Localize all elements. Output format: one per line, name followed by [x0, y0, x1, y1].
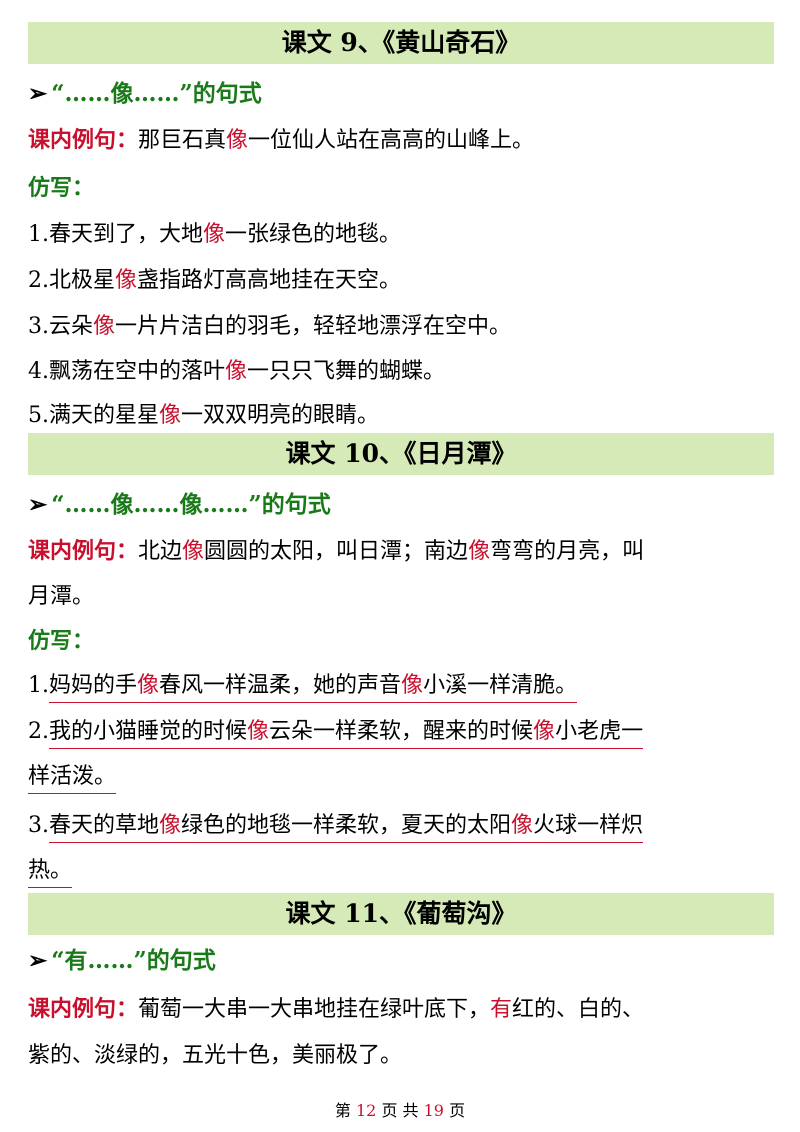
section-9-item-4: 4.飘荡在空中的落叶像一只只飞舞的蝴蝶。 — [28, 358, 445, 386]
text-segment: 2.北极星 — [28, 268, 115, 293]
footer-text: 页 共 — [376, 1101, 424, 1120]
section-11-example-line-1: 课内例句：葡萄一大串一大串地挂在绿叶底下，有红的、白的、 — [28, 995, 644, 1024]
section-10-item-2-line-1: 2.我的小猫睡觉的时候像云朵一样柔软，醒来的时候像小老虎一 — [28, 718, 644, 749]
section-10-item-3-line-2: 热。 — [28, 857, 73, 888]
highlight-word: 像 — [159, 403, 182, 428]
section-10-item-1: 1.妈妈的手像春风一样温柔，她的声音像小溪一样清脆。 — [28, 672, 578, 703]
text-segment: 那巨石真 — [138, 128, 227, 153]
text-segment: 圆圆的太阳，叫日潭；南边 — [204, 539, 469, 564]
section-10-example-line-2: 月潭。 — [28, 584, 95, 609]
example-label: 课内例句： — [28, 127, 139, 153]
text-segment: 一片片洁白的羽毛，轻轻地漂浮在空中。 — [115, 314, 512, 339]
underlined-sentence: 妈妈的手像春风一样温柔，她的声音像小溪一样清脆。 — [49, 673, 578, 703]
text-segment: 4.飘荡在空中的落叶 — [28, 359, 225, 384]
footer-text: 页 — [443, 1101, 466, 1120]
pattern-text: “……像……像……”的句式 — [51, 491, 331, 518]
highlight-word: 有 — [490, 997, 513, 1022]
highlight-word: 像 — [203, 222, 226, 247]
text-segment: 1.春天到了，大地 — [28, 222, 203, 247]
arrow-bullet-icon: ➢ — [28, 80, 48, 107]
highlight-word: 像 — [247, 719, 270, 744]
underlined-sentence: 热。 — [28, 858, 73, 888]
section-9-item-1: 1.春天到了，大地像一张绿色的地毯。 — [28, 221, 401, 249]
text-segment: 3. — [28, 813, 49, 838]
section-10-imitate-label: 仿写： — [28, 628, 95, 654]
section-11-example-line-2: 紫的、淡绿的，五光十色，美丽极了。 — [28, 1043, 403, 1068]
arrow-bullet-icon: ➢ — [28, 947, 48, 974]
section-9-item-5: 5.满天的星星像一双双明亮的眼睛。 — [28, 402, 379, 430]
text-segment: 红的、白的、 — [512, 997, 645, 1022]
text-segment: 1. — [28, 673, 49, 698]
highlight-word: 像 — [468, 539, 491, 564]
current-page-number: 12 — [356, 1101, 377, 1120]
text-segment: 一张绿色的地毯。 — [225, 222, 402, 247]
text-segment: 一只只飞舞的蝴蝶。 — [247, 359, 446, 384]
section-10-item-2-line-2: 样活泼。 — [28, 763, 117, 794]
text-segment: 3.云朵 — [28, 314, 93, 339]
text-segment: 5.满天的星星 — [28, 403, 159, 428]
section-9-example: 课内例句：那巨石真像一位仙人站在高高的山峰上。 — [28, 126, 534, 155]
text-segment: 北边 — [138, 539, 183, 564]
text-segment: 绿色的地毯一样柔软，夏天的太阳 — [181, 813, 512, 838]
highlight-word: 像 — [511, 813, 534, 838]
highlight-word: 像 — [93, 314, 116, 339]
text-segment: 弯弯的月亮，叫 — [490, 539, 645, 564]
text-segment: 葡萄一大串一大串地挂在绿叶底下， — [138, 997, 491, 1022]
text-segment: 小老虎一 — [555, 719, 644, 744]
section-11-title: 课文 11、《葡萄沟》 — [28, 893, 774, 935]
highlight-word: 像 — [137, 673, 160, 698]
section-9-item-3: 3.云朵像一片片洁白的羽毛，轻轻地漂浮在空中。 — [28, 313, 511, 341]
text-segment: 小溪一样清脆。 — [423, 673, 578, 698]
underlined-sentence: 样活泼。 — [28, 764, 117, 794]
underlined-sentence: 我的小猫睡觉的时候像云朵一样柔软，醒来的时候像小老虎一 — [49, 719, 644, 749]
section-10-example-line-1: 课内例句：北边像圆圆的太阳，叫日潭；南边像弯弯的月亮，叫 — [28, 537, 644, 566]
text-segment: 盏指路灯高高地挂在天空。 — [137, 268, 402, 293]
footer-text: 第 — [334, 1101, 356, 1120]
highlight-word: 像 — [533, 719, 556, 744]
section-9-title: 课文 9、《黄山奇石》 — [28, 22, 774, 64]
highlight-word: 像 — [182, 539, 205, 564]
total-page-number: 19 — [423, 1101, 444, 1120]
arrow-bullet-icon: ➢ — [28, 491, 48, 518]
section-10-pattern: ➢“……像……像……”的句式 — [28, 491, 331, 519]
text-segment: 2. — [28, 719, 49, 744]
example-label: 课内例句： — [28, 996, 139, 1022]
highlight-word: 像 — [401, 673, 424, 698]
text-segment: 春风一样温柔，她的声音 — [159, 673, 402, 698]
section-11-pattern: ➢“有……”的句式 — [28, 947, 216, 975]
pattern-text: “……像……”的句式 — [51, 80, 262, 107]
section-10-title: 课文 10、《日月潭》 — [28, 433, 774, 475]
highlight-word: 像 — [115, 268, 138, 293]
text-segment: 我的小猫睡觉的时候 — [49, 719, 248, 744]
section-10-item-3-line-1: 3.春天的草地像绿色的地毯一样柔软，夏天的太阳像火球一样炽 — [28, 812, 644, 843]
section-9-imitate-label: 仿写： — [28, 175, 95, 201]
text-segment: 云朵一样柔软，醒来的时候 — [269, 719, 534, 744]
example-label: 课内例句： — [28, 538, 139, 564]
page-footer: 第 12 页 共 19 页 — [0, 1097, 800, 1121]
highlight-word: 像 — [226, 128, 249, 153]
highlight-word: 像 — [225, 359, 248, 384]
text-segment: 一位仙人站在高高的山峰上。 — [248, 128, 535, 153]
section-9-item-2: 2.北极星像盏指路灯高高地挂在天空。 — [28, 267, 401, 295]
underlined-sentence: 春天的草地像绿色的地毯一样柔软，夏天的太阳像火球一样炽 — [49, 813, 644, 843]
highlight-word: 像 — [159, 813, 182, 838]
text-segment: 妈妈的手 — [49, 673, 138, 698]
section-9-pattern: ➢“……像……”的句式 — [28, 80, 262, 108]
text-segment: 一双双明亮的眼睛。 — [181, 403, 380, 428]
text-segment: 火球一样炽 — [533, 813, 644, 838]
pattern-text: “有……”的句式 — [51, 947, 216, 974]
text-segment: 春天的草地 — [49, 813, 160, 838]
